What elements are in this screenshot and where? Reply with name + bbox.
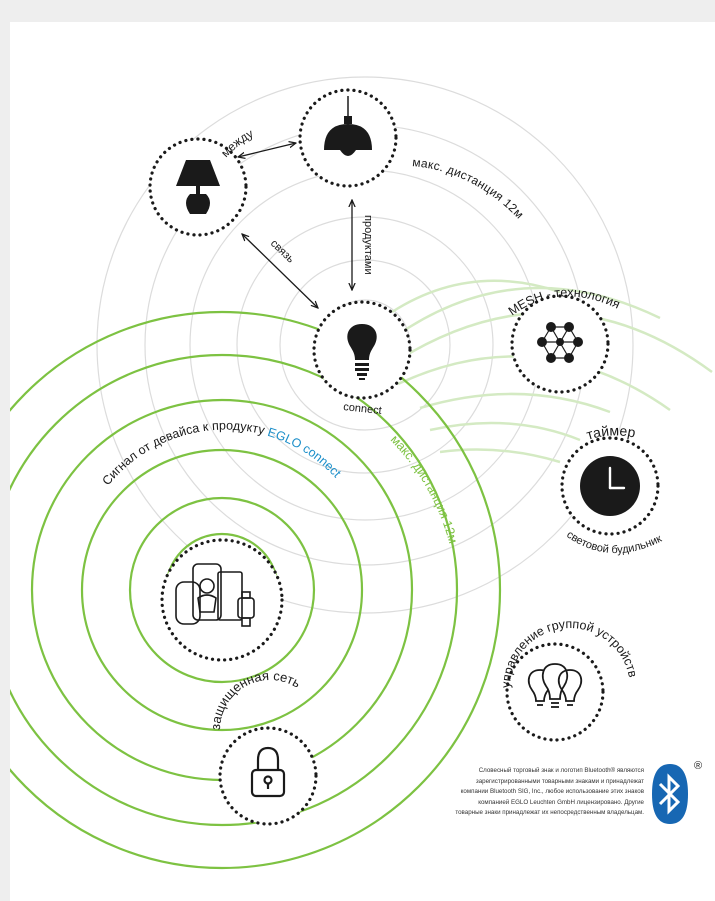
green-circle [128, 496, 316, 684]
clock-icon [580, 456, 640, 516]
arrow-link [242, 234, 318, 308]
svg-text:между: между [218, 126, 255, 160]
legal-line: компанией EGLO Leuchten GmbH лицензирова… [478, 798, 644, 806]
signal-arc [429, 421, 581, 442]
label-timer: таймер [584, 422, 637, 442]
signal-arc [391, 279, 561, 314]
legal-line: компании Bluetooth SIG, Inc., любое испо… [460, 788, 644, 795]
svg-text:макс. дистанция 12м: макс. дистанция 12м [388, 432, 460, 545]
label-signal: Сигнал от девайса к продукту [100, 419, 270, 488]
mesh-network-icon [537, 322, 583, 363]
label-between: между [218, 126, 255, 160]
grey-circle [236, 216, 494, 474]
pendant-lamp-icon [324, 96, 372, 156]
legal-notice: Словесный торговый знак и логотип Blueto… [408, 766, 644, 819]
green-circle [10, 353, 459, 827]
green-circle [10, 310, 502, 870]
svg-text:Сигнал от девайса к продукту E: Сигнал от девайса к продукту EGLO connec… [100, 419, 345, 488]
label-signal-brand: EGLO connect [266, 425, 344, 481]
grey-circle [279, 259, 451, 431]
signal-arc [395, 286, 661, 338]
devices-icon [175, 563, 255, 627]
light-bulb-icon [347, 324, 377, 380]
connection-arrows [238, 143, 352, 308]
svg-text:connect: connect [343, 401, 383, 417]
legal-line: Словесный торговый знак и логотип Blueto… [478, 767, 644, 774]
signal-arc [419, 392, 611, 414]
bulbs-group-icon [527, 663, 583, 708]
grey-circle [96, 76, 634, 614]
legal-line: товарные знаки принадлежат их непосредст… [455, 809, 644, 816]
svg-text:макс. дистанция 12м: макс. дистанция 12м [412, 155, 527, 222]
ring-devices [160, 538, 284, 662]
registered-mark: ® [694, 760, 703, 772]
signal-arc [439, 448, 561, 464]
svg-text:связь: связь [268, 237, 297, 265]
padlock-icon [250, 746, 286, 798]
label-max-distance-top: макс. дистанция 12м [412, 155, 527, 222]
bluetooth-logo [652, 764, 688, 824]
label-secure-network: защищенная сеть [208, 668, 304, 730]
svg-text:продуктами: продуктами [362, 215, 374, 275]
label-link: связь [268, 237, 297, 265]
green-circle [80, 448, 364, 732]
label-connect: connect [343, 401, 383, 417]
arrow-between [238, 143, 296, 157]
svg-text:таймер: таймер [584, 422, 637, 442]
table-lamp-icon [176, 160, 220, 214]
svg-text:защищенная сеть: защищенная сеть [208, 668, 304, 730]
label-products: продуктами [362, 215, 374, 275]
legal-line: зарегистрированными товарными знаками и … [475, 777, 644, 785]
label-max-distance-green: макс. дистанция 12м [388, 432, 460, 545]
